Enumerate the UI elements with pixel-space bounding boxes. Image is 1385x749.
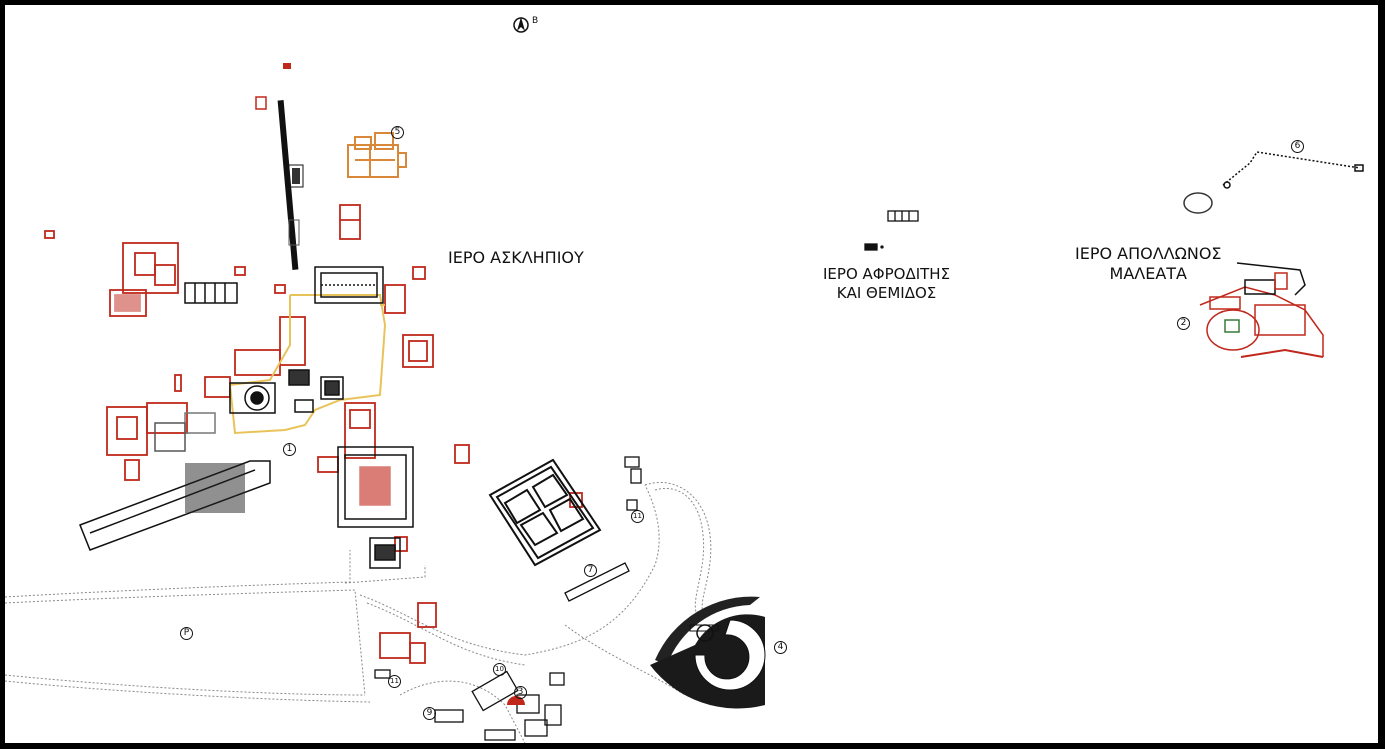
marker-5: 5 [391, 126, 404, 139]
marker-4: 4 [774, 641, 787, 654]
label-apollo: ΙΕΡΟ ΑΠΟΛΛΩΝΟΣ ΜΑΛΕΑΤΑ [1075, 244, 1222, 284]
marker-2: 2 [1177, 317, 1190, 330]
marker-6: 6 [1291, 140, 1304, 153]
gymnasium [488, 458, 602, 567]
building-5 [347, 132, 407, 178]
marker-11a: 11 [631, 510, 644, 523]
label-apollo-line2: ΜΑΛΕΑΤΑ [1109, 264, 1187, 283]
apollo-sanctuary [1183, 151, 1364, 358]
label-aphrodite-line1: ΙΕΡΟ ΑΦΡΟΔΙΤΗΣ [823, 265, 951, 283]
label-asklepios: ΙΕΡΟ ΑΣΚΛΗΠΙΟΥ [448, 248, 584, 267]
map-drawing [5, 17, 1364, 743]
site-map: B ΙΕΡΟ ΑΣΚΛΗΠΙΟΥ ΙΕΡΟ ΑΦΡΟΔΙΤΗΣ ΚΑΙ ΘΕΜΙ… [5, 5, 1378, 743]
red-ruins [44, 204, 583, 664]
marker-parking: P [180, 627, 193, 640]
north-lane [255, 63, 304, 270]
roads [5, 481, 712, 743]
aphrodite-temples [864, 210, 919, 251]
marker-3: 3 [514, 686, 527, 699]
marker-9: 9 [423, 707, 436, 720]
label-aphrodite-line2: ΚΑΙ ΘΕΜΙΔΟΣ [836, 284, 937, 302]
label-aphrodite: ΙΕΡΟ ΑΦΡΟΔΙΤΗΣ ΚΑΙ ΘΕΜΙΔΟΣ [823, 265, 950, 303]
temenos-outline [228, 294, 387, 435]
theatre [650, 596, 766, 709]
marker-7: 7 [584, 564, 597, 577]
north-letter: B [532, 16, 539, 26]
marker-11b: 11 [388, 675, 401, 688]
north-arrow-icon [513, 17, 529, 33]
misc-structures [374, 456, 642, 741]
marker-10: 10 [493, 663, 506, 676]
marker-1: 1 [283, 443, 296, 456]
label-apollo-line1: ΙΕΡΟ ΑΠΟΛΛΩΝΟΣ [1075, 244, 1222, 263]
asklepieion-black [79, 266, 414, 569]
